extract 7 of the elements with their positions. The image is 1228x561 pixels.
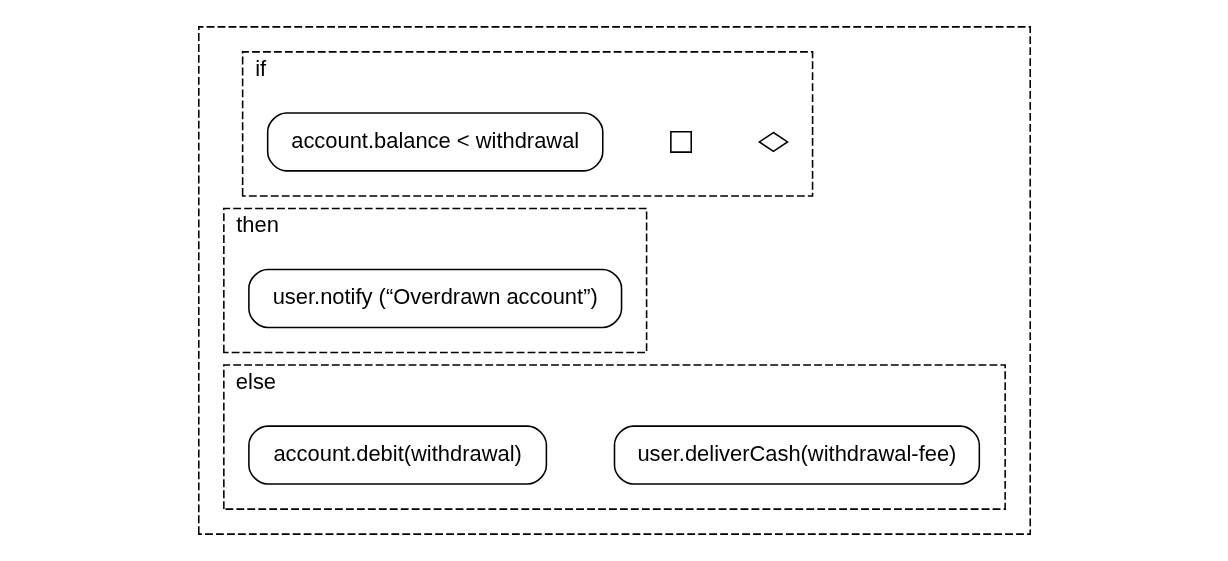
cluster — [197, 26, 1031, 535]
node-diamond — [757, 131, 789, 153]
node-box: user.deliverCash(withdrawal-fee) — [613, 425, 980, 485]
node-box — [669, 130, 692, 153]
node-box: account.debit(withdrawal) — [247, 425, 547, 485]
node-box: user.notify (“Overdrawn account”) — [247, 268, 622, 329]
node-box: account.balance < withdrawal — [266, 112, 604, 172]
